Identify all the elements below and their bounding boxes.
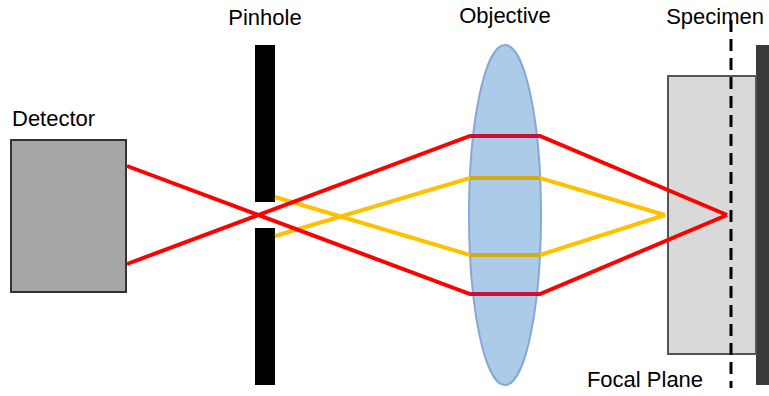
specimen-box: Specimen (667, 75, 757, 355)
pinhole-label: Pinhole (228, 6, 301, 30)
specimen-slide (756, 45, 769, 385)
node-heading: Detector (12, 107, 95, 131)
pinhole-plate (255, 45, 275, 202)
objective-label: Objective (459, 4, 551, 28)
detector-box: Detector (10, 139, 127, 293)
focal-plane-label: Focal Plane (587, 368, 703, 392)
in-focus-rays (127, 136, 727, 294)
objective-lens (469, 45, 541, 385)
pinhole-plate (255, 228, 275, 385)
lens-ray-tint (470, 136, 540, 294)
node-heading: Specimen (666, 5, 764, 29)
